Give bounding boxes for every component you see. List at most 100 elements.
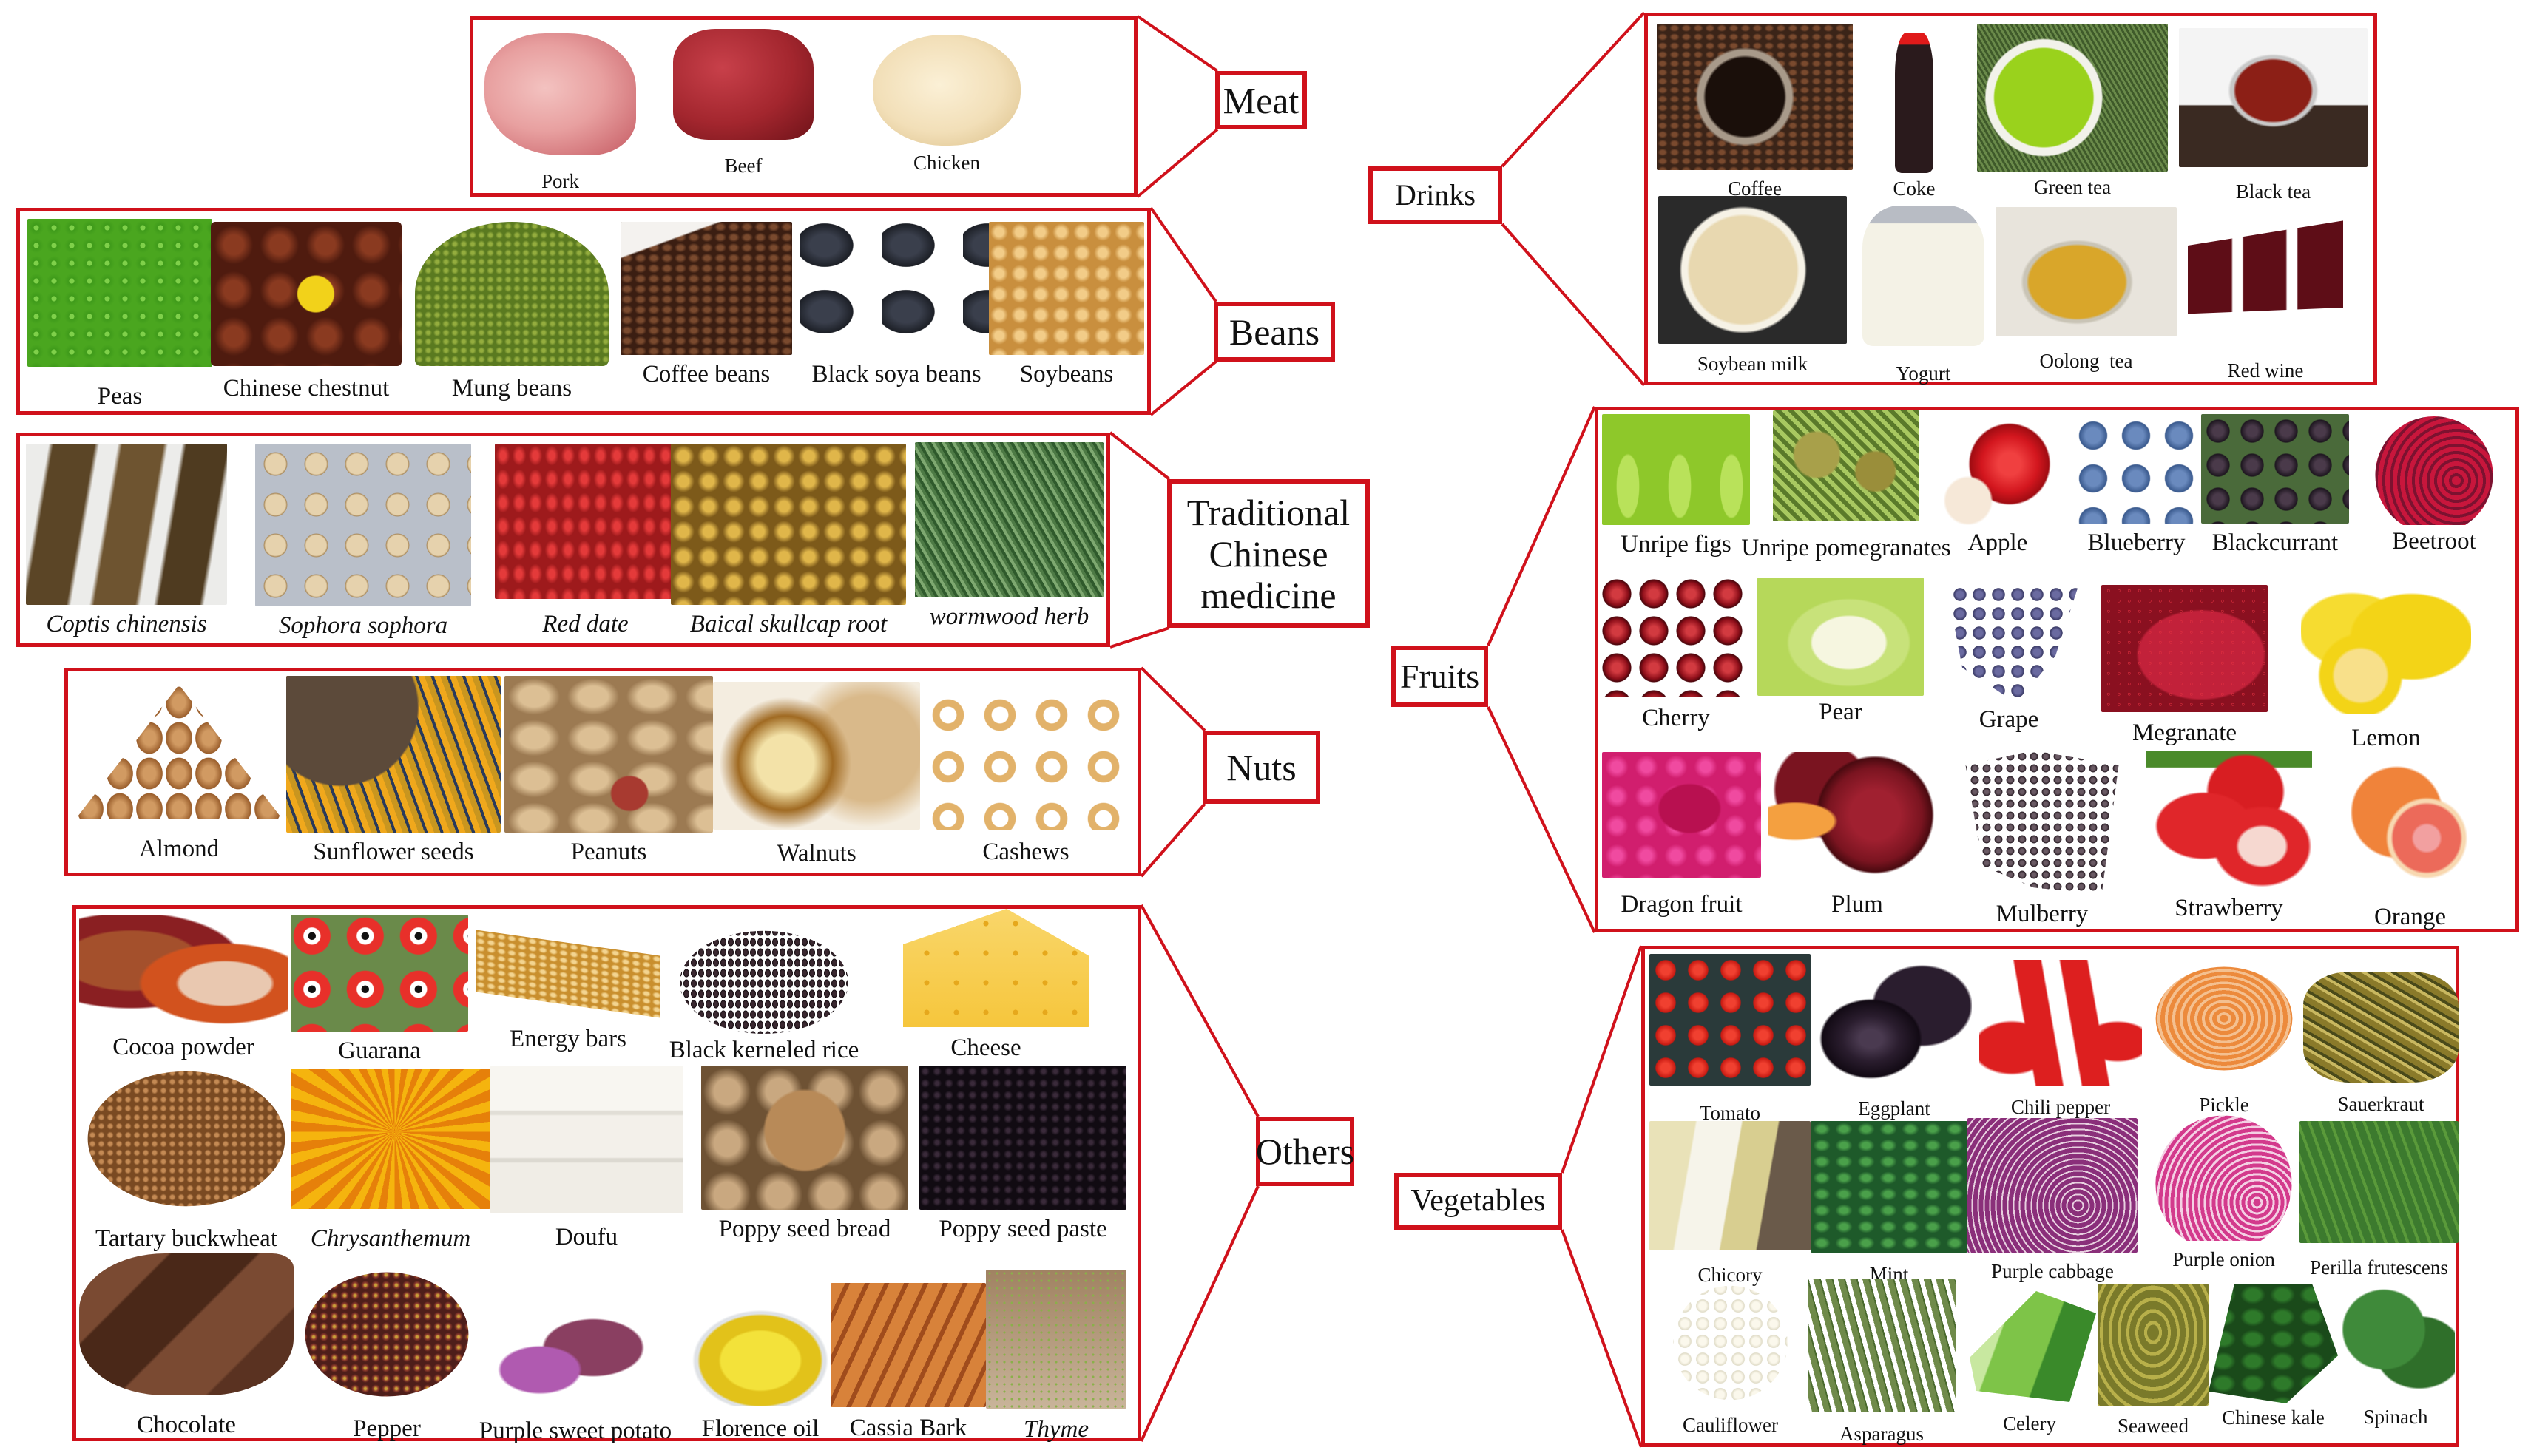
cocoa-powder-image [79, 915, 288, 1029]
peanuts-swatch [504, 676, 713, 833]
unripe-pomegranates-swatch [1773, 410, 1919, 521]
mint-swatch [1811, 1121, 1967, 1253]
coffee-swatch [1657, 24, 1853, 170]
food-item-guarana: Guarana [291, 915, 468, 1065]
nuts-panel: Almond Sunflower seeds Peanuts Walnuts C… [64, 668, 1141, 876]
tcm-label-line-3: medicine [1200, 574, 1337, 616]
chrysanthemum-image [291, 1069, 490, 1209]
asparagus-swatch [1808, 1279, 1956, 1412]
sunflower-seeds-swatch [286, 676, 501, 833]
others-panel: Cocoa powder Guarana Energy bars Black k… [72, 905, 1141, 1444]
pear-label: Pear [1819, 699, 1862, 725]
tartary-buckwheat-image [79, 1069, 294, 1209]
apple-label: Apple [1967, 529, 2028, 556]
food-item-pepper: Pepper [298, 1270, 476, 1443]
black-tea-image [2179, 28, 2368, 167]
pear-swatch [1757, 578, 1924, 696]
yogurt-image [1862, 206, 1984, 346]
food-item-beetroot: Beetroot [2360, 414, 2508, 555]
spinach-image [2336, 1284, 2455, 1398]
cheese-swatch [903, 909, 1089, 1027]
unripe-figs-swatch [1602, 414, 1750, 525]
black-kerneled-rice-image [653, 927, 875, 1034]
food-item-cocoa-powder: Cocoa powder [79, 915, 288, 1061]
perilla-frutescens-image [2299, 1121, 2459, 1243]
food-item-coffee: Coffee [1657, 24, 1853, 200]
soybeans-label: Soybeans [1019, 361, 1114, 387]
celery-swatch [1970, 1291, 2096, 1402]
red-wine-image [2188, 214, 2343, 339]
plum-label: Plum [1831, 891, 1883, 918]
florence-oil-image [668, 1292, 853, 1406]
soybean-milk-label: Soybean milk [1697, 353, 1808, 375]
dragon-fruit-label: Dragon fruit [1621, 891, 1743, 918]
food-item-perilla-frutescens: Perilla frutescens [2299, 1121, 2459, 1279]
soybeans-swatch [989, 222, 1144, 355]
food-item-tartary-buckwheat: Tartary buckwheat [79, 1069, 294, 1253]
food-item-cherry: Cherry [1602, 579, 1750, 732]
food-item-mulberry: Mulberry [1957, 751, 2127, 928]
purple-onion-image [2140, 1114, 2307, 1241]
energy-bars-label: Energy bars [510, 1026, 626, 1052]
food-item-eggplant: Eggplant [1817, 960, 1972, 1120]
chocolate-label: Chocolate [137, 1412, 236, 1438]
peas-label: Peas [97, 383, 143, 410]
food-item-megranate: Megranate [2101, 585, 2268, 747]
doufu-image [490, 1066, 683, 1213]
cashews-swatch [922, 689, 1129, 830]
food-item-beef: Beef [673, 29, 814, 177]
doufu-label: Doufu [555, 1224, 618, 1250]
food-item-cheese: Cheese [882, 909, 1089, 1062]
pear-image [1757, 578, 1924, 696]
category-label-meat: Meat [1215, 71, 1307, 129]
orange-image [2327, 758, 2493, 887]
unripe-figs-image [1602, 414, 1750, 525]
category-label-others: Others [1256, 1117, 1354, 1186]
black-kerneled-rice-swatch [680, 930, 848, 1034]
pickle-image [2146, 954, 2302, 1083]
peanuts-image [504, 676, 713, 833]
black-soya-beans-label: Black soya beans [811, 361, 981, 387]
chicken-label: Chicken [913, 152, 980, 174]
chinese-kale-label: Chinese kale [2222, 1406, 2325, 1429]
sophora-sophora-label: Sophora sophora [278, 612, 448, 639]
cassia-bark-label: Cassia Bark [849, 1415, 967, 1441]
mulberry-swatch [1965, 751, 2119, 895]
food-item-chicory: Chicory [1649, 1121, 1811, 1287]
poppy-seed-paste-label: Poppy seed paste [939, 1216, 1107, 1242]
cassia-bark-image [831, 1283, 986, 1407]
green-tea-image [1977, 24, 2168, 172]
pepper-image [298, 1270, 476, 1399]
guarana-image [291, 915, 468, 1032]
lemon-label: Lemon [2351, 725, 2421, 751]
red-date-swatch [495, 444, 676, 599]
cheese-image [882, 909, 1089, 1027]
sunflower-seeds-image [286, 676, 501, 833]
chocolate-swatch [79, 1253, 294, 1395]
purple-sweet-potato-image [487, 1298, 664, 1409]
chicken-swatch [873, 35, 1021, 146]
tartary-buckwheat-swatch [87, 1071, 285, 1207]
food-item-seaweed: Seaweed [2098, 1284, 2209, 1438]
beans-panel: Peas Chinese chestnut Mung beans Coffee … [16, 208, 1151, 415]
sunflower-seeds-label: Sunflower seeds [313, 839, 474, 865]
lemon-image [2301, 585, 2471, 714]
coke-image [1866, 33, 1962, 173]
beetroot-label: Beetroot [2392, 528, 2476, 555]
sophora-sophora-swatch [255, 444, 471, 606]
black-kerneled-rice-label: Black kerneled rice [669, 1037, 859, 1063]
food-item-purple-onion: Purple onion [2140, 1114, 2307, 1271]
seaweed-swatch [2098, 1284, 2209, 1406]
food-item-purple-sweet-potato: Purple sweet potato [479, 1298, 672, 1445]
mint-image [1811, 1121, 1967, 1253]
grape-swatch [1947, 585, 2079, 703]
food-item-black-soya-beans: Black soya beans [800, 222, 993, 388]
sauerkraut-image [2303, 972, 2459, 1083]
baical-skullcap-root-swatch [671, 444, 906, 605]
beetroot-image [2360, 414, 2508, 525]
almond-swatch [75, 685, 283, 819]
poppy-seed-bread-swatch [701, 1066, 908, 1210]
red-wine-label: Red wine [2227, 359, 2304, 382]
food-item-peanuts: Peanuts [504, 676, 713, 866]
food-item-mung-beans: Mung beans [415, 222, 609, 402]
